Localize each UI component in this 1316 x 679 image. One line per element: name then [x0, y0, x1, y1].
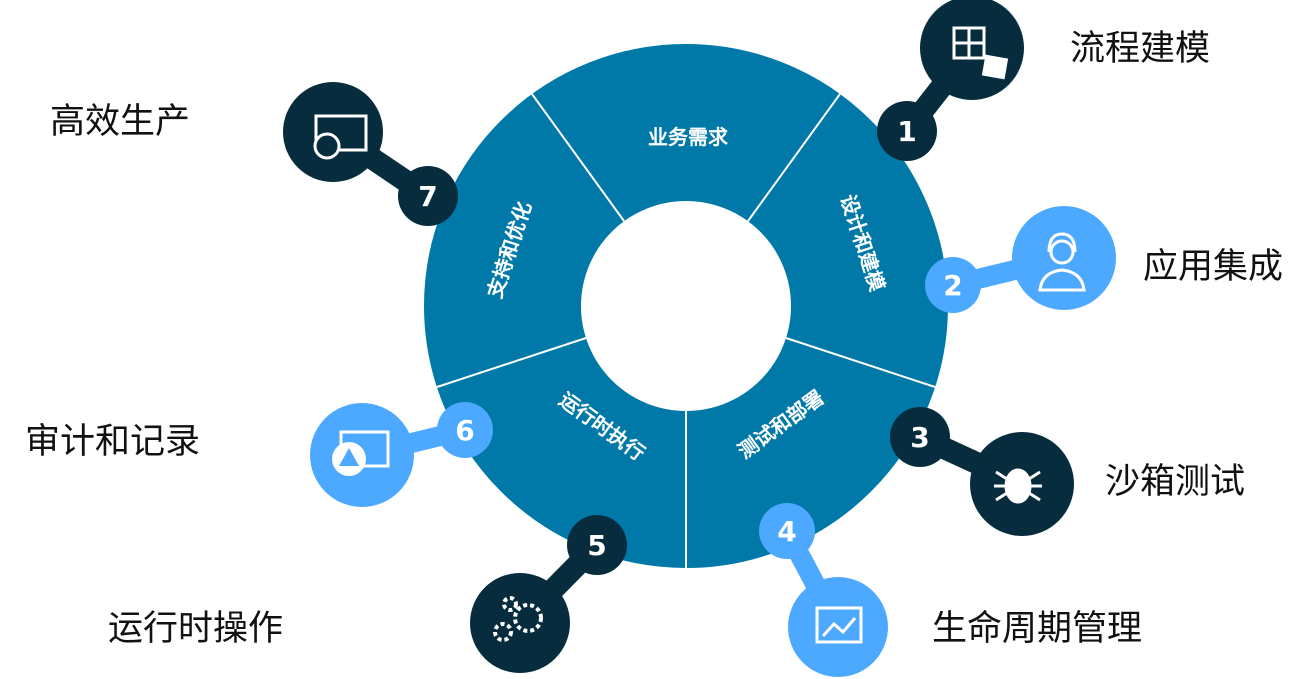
segment-label-requirements: 业务需求 [648, 125, 729, 149]
gears-icon [493, 596, 543, 642]
step-1: 1 [877, 0, 1024, 161]
user-headset-icon [1038, 232, 1086, 292]
step-label-7: 高效生产 [50, 102, 191, 142]
step-3: 3 [890, 407, 1074, 536]
svg-text:6: 6 [455, 414, 474, 447]
chart-window-icon [815, 606, 863, 644]
step-label-6: 审计和记录 [25, 422, 201, 462]
step-5: 5 [470, 515, 627, 673]
puzzle-icon [952, 26, 1009, 80]
step-label-2: 应用集成 [1143, 247, 1284, 287]
step-label-1: 流程建模 [1070, 29, 1211, 69]
svg-text:3: 3 [910, 421, 929, 454]
bug-icon [994, 468, 1042, 504]
svg-text:4: 4 [777, 515, 796, 548]
svg-text:7: 7 [418, 180, 437, 213]
step-label-3: 沙箱测试 [1105, 462, 1246, 502]
step-4: 4 [759, 503, 888, 677]
segment-dividers [436, 93, 936, 568]
warning-window-icon [332, 430, 390, 476]
refresh-window-icon [313, 114, 368, 160]
step-label-4: 生命周期管理 [932, 609, 1143, 649]
svg-text:2: 2 [943, 269, 962, 302]
step-label-5: 运行时操作 [108, 609, 284, 649]
svg-text:5: 5 [587, 529, 606, 562]
step-7: 7 [283, 82, 458, 226]
step-2: 2 [925, 206, 1116, 313]
step-6: 6 [310, 402, 493, 507]
svg-text:1: 1 [897, 115, 916, 148]
